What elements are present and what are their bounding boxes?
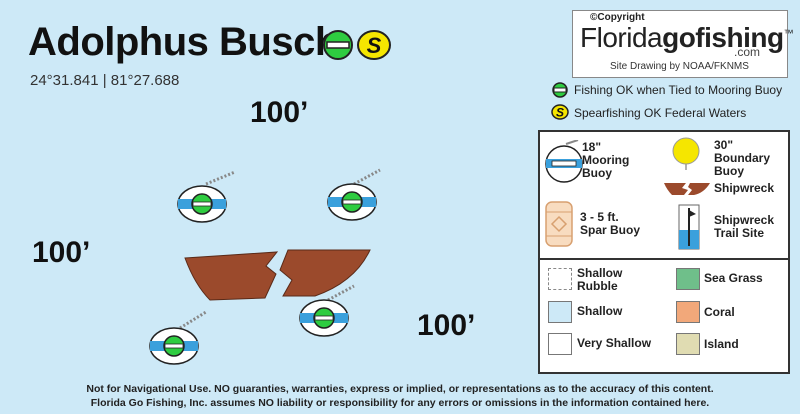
disclaimer-line-2: Florida Go Fishing, Inc. assumes NO liab…: [90, 397, 710, 409]
key-boundary-buoy: 30" Boundary Buoy: [714, 138, 771, 178]
swatch-coral: [676, 301, 700, 323]
site-title: Adolphus Busch: [28, 20, 339, 64]
mooring-buoy-4: [149, 310, 207, 365]
svg-text:S: S: [556, 106, 564, 120]
logo-credit: Site Drawing by NOAA/FKNMS: [610, 61, 749, 72]
key-mooring-buoy: 18" Mooring Buoy: [582, 140, 630, 180]
svg-text:S: S: [367, 33, 382, 58]
key-very-shallow: Very Shallow: [577, 336, 652, 350]
swatch-sea-grass: [676, 268, 700, 290]
key-spar-buoy: 3 - 5 ft. Spar Buoy: [580, 210, 641, 237]
logo-brand: Floridagofishing™: [580, 22, 794, 53]
key-shallow-rubble: Shallow Rubble: [577, 266, 623, 293]
logo-com: .com: [734, 45, 761, 59]
key-trail-site: Shipwreck Trail Site: [714, 213, 775, 240]
swatch-shallow: [548, 301, 572, 323]
site-map: [149, 168, 381, 365]
key-shipwreck: Shipwreck: [714, 181, 775, 195]
logo-copyright: ©Copyright: [590, 12, 645, 23]
depth-label-right: 100’: [417, 309, 476, 342]
key-island: Island: [704, 337, 739, 351]
disclaimer-line-1: Not for Navigational Use. NO guaranties,…: [86, 383, 714, 395]
spearfishing-ok-icon: S: [357, 30, 391, 60]
mooring-buoy-2: [327, 168, 381, 221]
boundary-buoy-icon: [672, 137, 700, 170]
coordinates: 24°31.841 | 81°27.688: [30, 72, 180, 89]
swatch-very-shallow: [548, 333, 572, 355]
shipwreck-key-icon: [664, 183, 710, 195]
mooring-buoy-key-icon: [545, 140, 583, 183]
trail-site-icon: [678, 204, 700, 250]
swatch-shallow-rubble: [548, 268, 572, 290]
key-sea-grass: Sea Grass: [704, 271, 763, 285]
spar-buoy-icon: [545, 201, 573, 247]
swatch-island: [676, 333, 700, 355]
depth-label-left: 100’: [32, 236, 91, 269]
key-coral: Coral: [704, 305, 735, 319]
disclaimer: Not for Navigational Use. NO guaranties,…: [0, 382, 800, 410]
title-icons: S: [323, 30, 391, 60]
spearfishing-ok-icon: S: [551, 104, 569, 120]
fishing-ok-icon: [323, 30, 353, 60]
mooring-buoy-3: [299, 284, 355, 337]
key-shallow: Shallow: [577, 304, 623, 318]
fishing-ok-icon: [552, 82, 568, 98]
logo-box: [572, 10, 788, 78]
mooring-buoy-1: [177, 170, 236, 223]
depth-label-top: 100’: [250, 96, 309, 129]
shipwreck-icon: [184, 249, 371, 301]
legend-spearfishing-ok: Spearfishing OK Federal Waters: [574, 106, 747, 120]
legend-fishing-ok: Fishing OK when Tied to Mooring Buoy: [574, 83, 783, 97]
key-divider: [538, 258, 790, 260]
